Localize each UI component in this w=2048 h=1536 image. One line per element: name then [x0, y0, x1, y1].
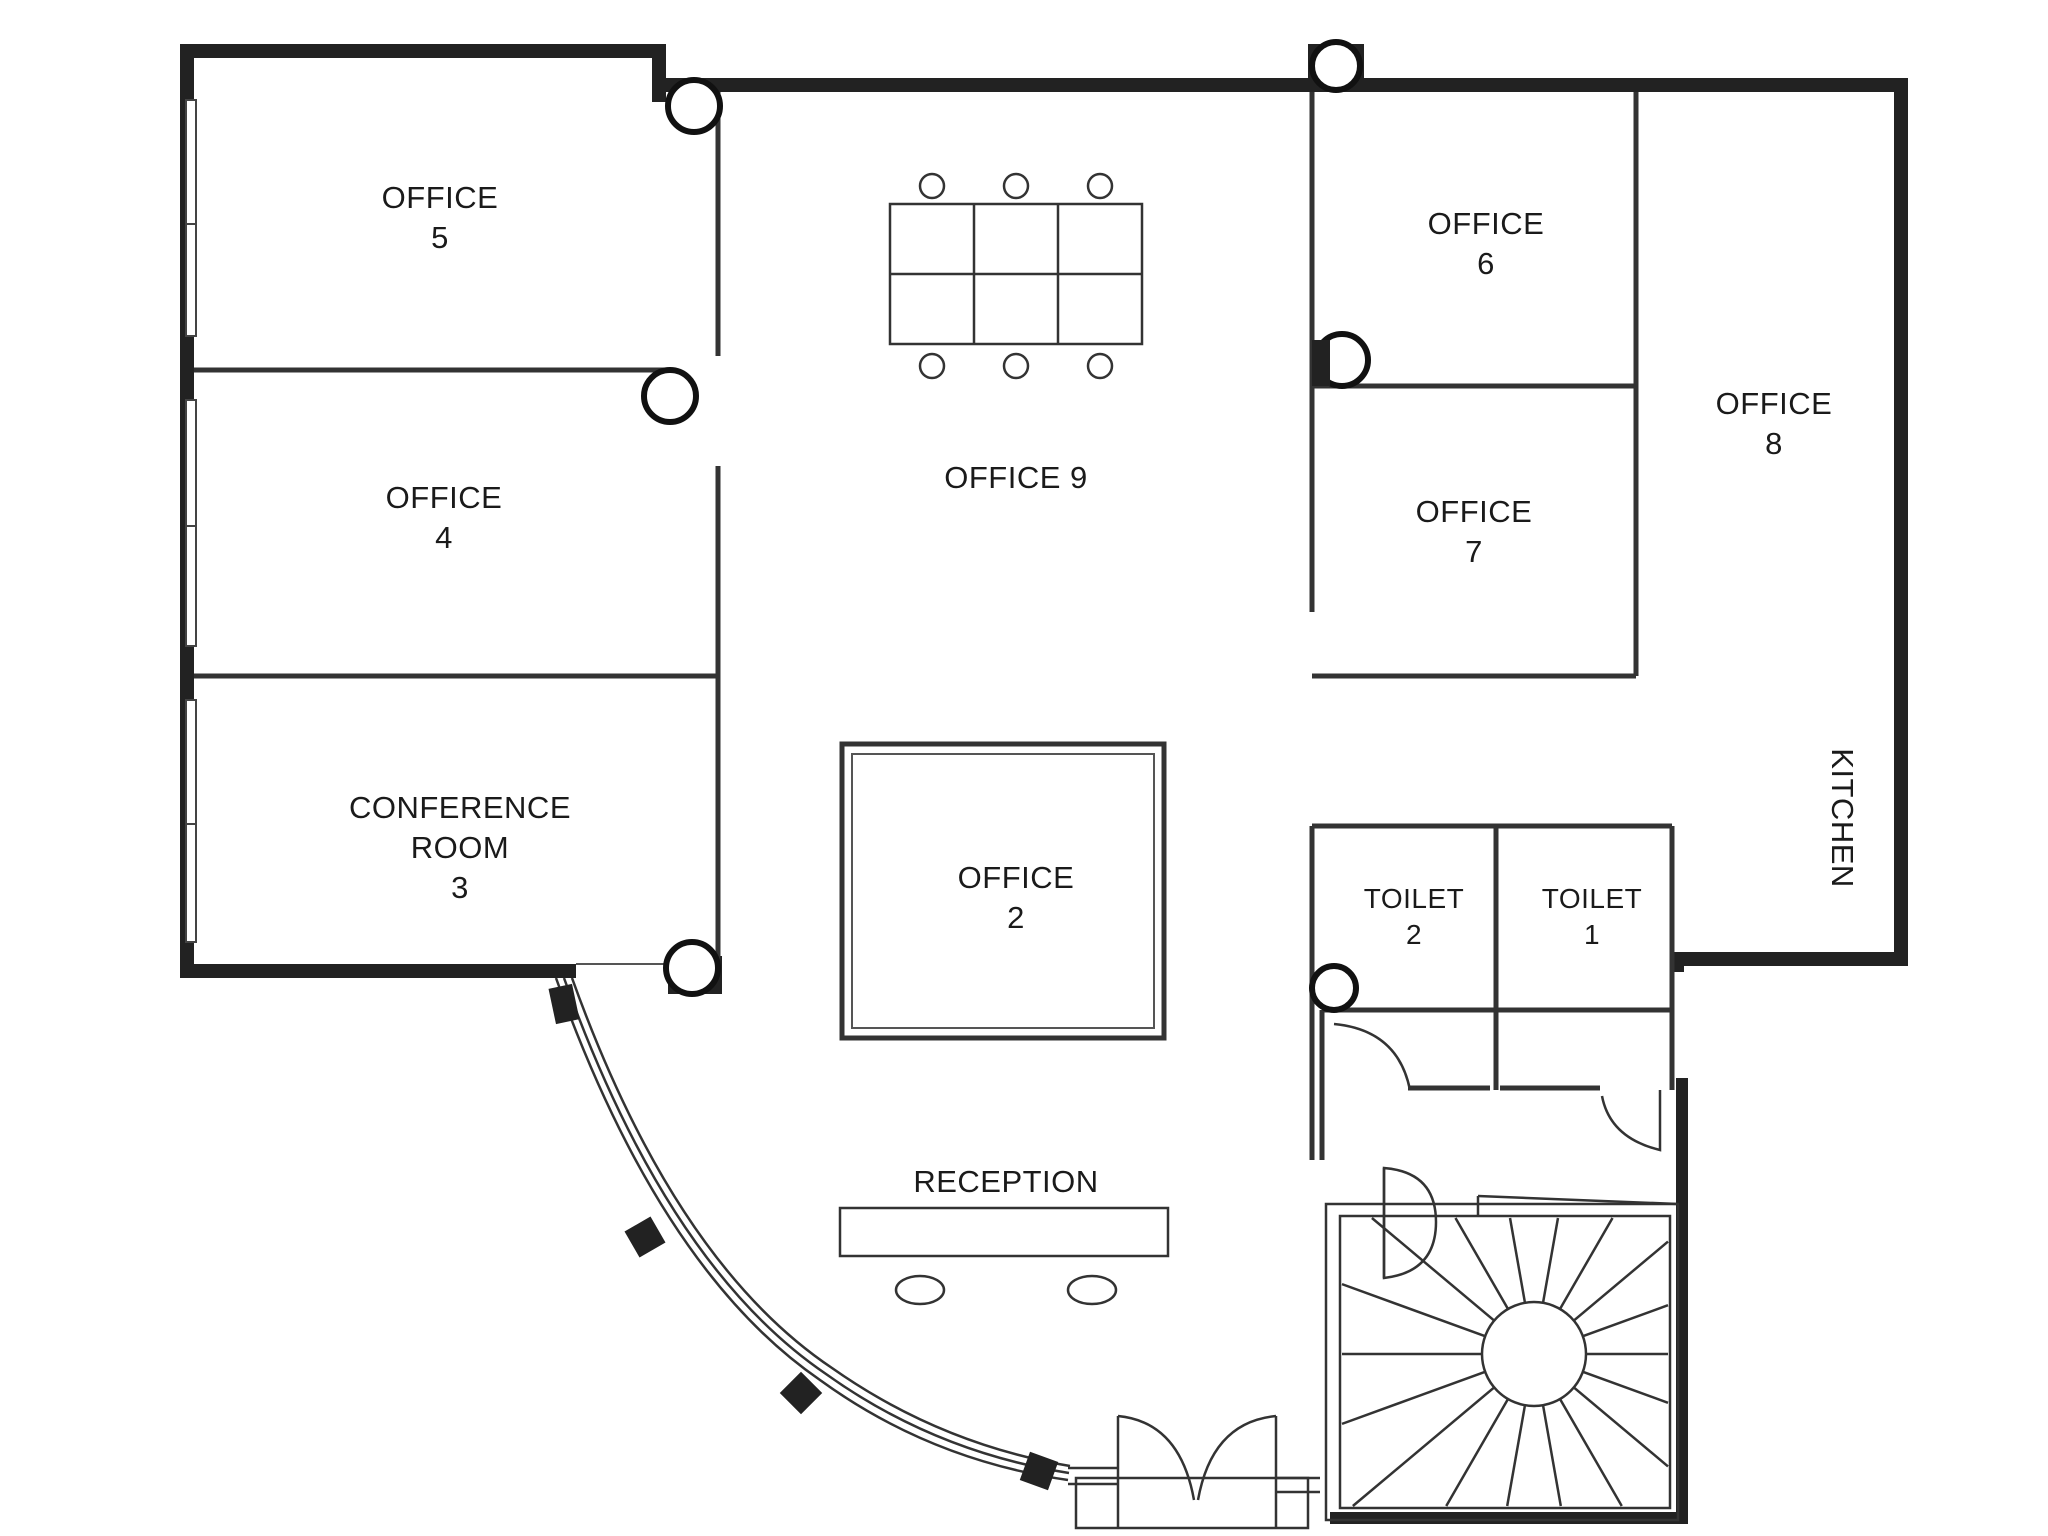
stair-landing-line [1477, 1194, 1679, 1206]
facade-curve-outer [554, 977, 1069, 1482]
toilet1-door-swing [1600, 1090, 1662, 1152]
window [185, 223, 197, 337]
office6-label-line2: 6 [1477, 246, 1495, 281]
stair-tread [1445, 1398, 1510, 1507]
window [185, 399, 197, 527]
office4-label-line2: 4 [435, 520, 453, 555]
office7-label-line1: OFFICE [1416, 494, 1533, 529]
exterior-walls [180, 44, 1908, 1524]
chair [918, 352, 946, 380]
window [185, 823, 197, 943]
office2-label-line2: 2 [1007, 900, 1025, 935]
office6-label-line1: OFFICE [1428, 206, 1545, 241]
stair-tread [1341, 1370, 1486, 1426]
wall-top-left-step [652, 44, 666, 102]
stair-treads [1341, 1217, 1669, 1507]
chair [1002, 352, 1030, 380]
stair-tread [1582, 1304, 1669, 1338]
mullion [779, 1371, 823, 1415]
office2-inner [851, 753, 1155, 1029]
toilet-doors [1333, 1022, 1662, 1152]
meeting-table [888, 172, 1144, 380]
stair-tread [1582, 1370, 1669, 1404]
mullion [624, 1216, 666, 1258]
door-swing-left [1117, 1414, 1196, 1501]
chair [1086, 172, 1114, 200]
window [185, 99, 197, 225]
stair-tread [1341, 1282, 1486, 1338]
stair-tread [1558, 1398, 1623, 1507]
office5-label-line2: 5 [431, 220, 449, 255]
column [663, 939, 721, 997]
entrance [1074, 1414, 1320, 1530]
stair-enclosure-outer [1324, 1202, 1680, 1522]
kitchen-label: KITCHEN [1825, 748, 1860, 888]
stair-tread [1573, 1240, 1669, 1322]
column [665, 77, 723, 135]
toilet2-label-line2: 2 [1406, 919, 1422, 950]
curved-facade [548, 977, 1118, 1491]
wall-kitchen-bottom [1670, 952, 1908, 966]
stair-core [1480, 1300, 1588, 1408]
stair-tread [1352, 1386, 1495, 1507]
toilet2-door-swing [1333, 1022, 1412, 1091]
conference-label-line3: 3 [451, 870, 469, 905]
window [185, 525, 197, 647]
columns [641, 39, 1371, 1013]
reception-desk [838, 1206, 1170, 1306]
conference-label-line2: ROOM [411, 830, 509, 865]
stair-tread [1573, 1386, 1669, 1468]
spiral-staircase [1324, 1166, 1680, 1522]
mullion [548, 983, 580, 1025]
chair [918, 172, 946, 200]
office2-outer [839, 741, 1167, 1041]
stair-door-swing [1382, 1166, 1438, 1280]
chair [1086, 352, 1114, 380]
office7-label-line2: 7 [1465, 534, 1483, 569]
stair-tread [1508, 1217, 1527, 1304]
wall-top-left [180, 44, 664, 58]
column [641, 367, 699, 425]
wall-top [652, 78, 1908, 92]
door-swing-right [1196, 1414, 1277, 1501]
stair-tread [1541, 1404, 1563, 1507]
column [1309, 963, 1359, 1013]
stool [894, 1274, 946, 1306]
partitions [194, 92, 1675, 1160]
window [185, 699, 197, 825]
stair-tread [1541, 1217, 1560, 1304]
conference-label-line1: CONFERENCE [349, 790, 571, 825]
wall-right [1894, 78, 1908, 966]
wall-stair-bottom [1330, 1512, 1686, 1524]
office4-label-line1: OFFICE [386, 480, 503, 515]
mullion [1019, 1451, 1059, 1491]
reception-label: RECEPTION [913, 1164, 1098, 1199]
office8-label-line2: 8 [1765, 426, 1783, 461]
chair [1002, 172, 1030, 200]
toilet1-label-line1: TOILET [1542, 883, 1643, 914]
stair-tread [1505, 1404, 1527, 1507]
office9-label: OFFICE 9 [944, 460, 1088, 495]
facade-curve-inner [570, 977, 1071, 1468]
facade-curve-mid [562, 977, 1070, 1475]
stool [1066, 1274, 1118, 1306]
toilet1-label-line2: 1 [1584, 919, 1600, 950]
stair-tread [1371, 1217, 1495, 1322]
office2-label-line1: OFFICE [958, 860, 1075, 895]
column [1309, 39, 1363, 93]
office8-label-line1: OFFICE [1716, 386, 1833, 421]
office5-label-line1: OFFICE [382, 180, 499, 215]
wall-bottom-left [180, 964, 576, 978]
stair-tread [1558, 1217, 1614, 1310]
stair-tread [1454, 1217, 1510, 1310]
column-anchor [1312, 340, 1330, 386]
desk [838, 1206, 1170, 1258]
left-windows [185, 99, 197, 943]
room-labels: OFFICE 5 OFFICE 4 CONFERENCE ROOM 3 OFFI… [349, 180, 1860, 1199]
entrance-threshold [1074, 1476, 1310, 1530]
stair-enclosure-inner [1338, 1214, 1672, 1510]
toilet2-label-line1: TOILET [1364, 883, 1465, 914]
